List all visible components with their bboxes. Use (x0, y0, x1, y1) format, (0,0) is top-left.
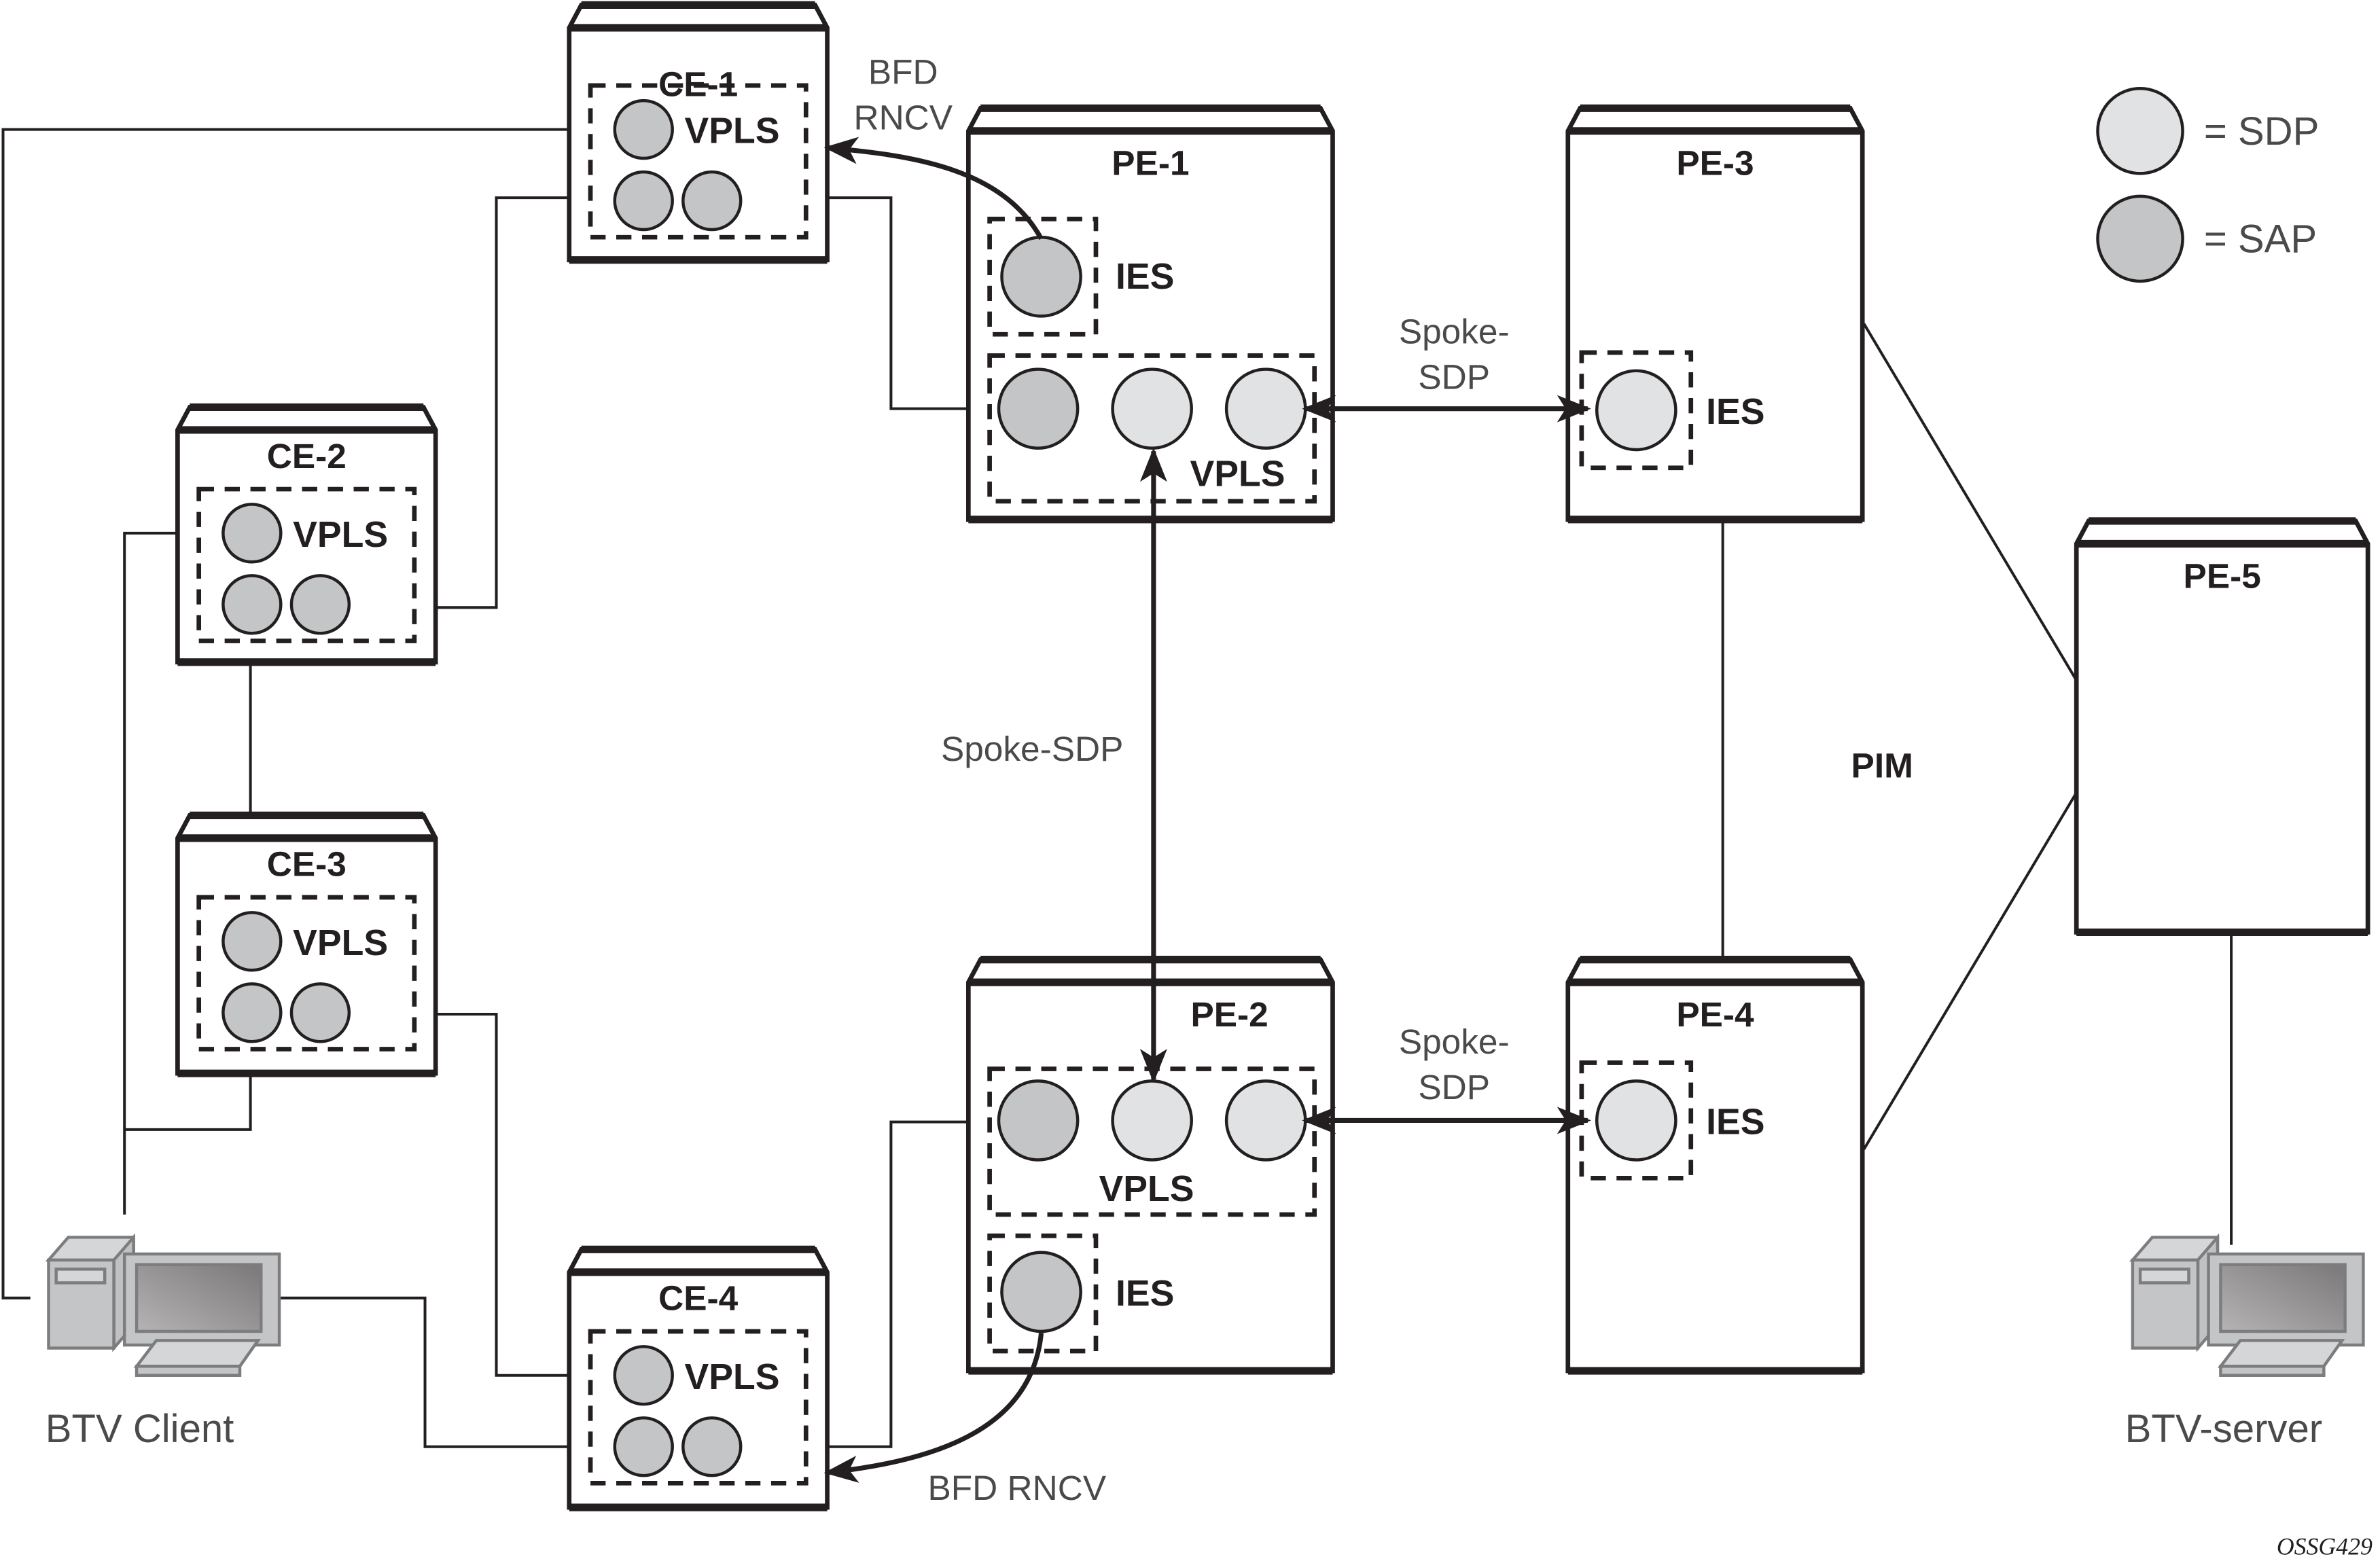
legend: = SDP = SAP (2096, 87, 2319, 283)
legend-sap-label: = SAP (2204, 217, 2317, 262)
sdp-icon[interactable] (1111, 1079, 1193, 1162)
arrows (823, 137, 1591, 1483)
device-name: PE-1 (1112, 143, 1189, 183)
sap-icon[interactable] (1000, 1251, 1082, 1333)
ies-label: IES (1116, 256, 1174, 297)
sap-icon[interactable] (613, 1345, 674, 1406)
sdp-icon[interactable] (1595, 1079, 1677, 1162)
bfd-arrow-pe2-ce4 (823, 1332, 1044, 1483)
device-name: CE-3 (267, 844, 347, 884)
sap-icon[interactable] (289, 982, 351, 1043)
device-pe5[interactable]: PE-5 (2074, 517, 2370, 936)
spoke-sdp-label-pe1-pe2: Spoke-SDP (941, 729, 1123, 768)
device-name: PE-2 (1190, 994, 1268, 1034)
spoke-sdp-label-pe2-pe4-line2: SDP (1418, 1067, 1490, 1107)
tower-drive (2138, 1268, 2190, 1285)
figure-id: OSSG429 (2277, 1532, 2373, 1560)
btv-server-label: BTV-server (2125, 1407, 2322, 1451)
vpls-service-box (588, 1329, 809, 1486)
wire-client-ce1 (1, 128, 569, 1299)
vpls-service-box (588, 83, 809, 240)
sap-icon[interactable] (681, 170, 743, 232)
sap-icon[interactable] (613, 1416, 674, 1477)
pim-label: PIM (1851, 746, 1913, 785)
device-name: PE-4 (1676, 994, 1754, 1034)
sap-icon[interactable] (221, 574, 283, 635)
keyboard (133, 1339, 262, 1368)
vpls-label: VPLS (685, 111, 780, 151)
btv-client-label: BTV Client (46, 1407, 234, 1451)
sdp-icon[interactable] (1224, 1079, 1307, 1162)
keyboard-front (2219, 1365, 2326, 1377)
sdp-icon[interactable] (1111, 367, 1193, 450)
vpls-label: VPLS (293, 922, 388, 963)
spoke-sdp-label-pe1-pe3-line2: SDP (1418, 357, 1490, 397)
sap-icon[interactable] (997, 367, 1080, 450)
ies-label: IES (1116, 1273, 1174, 1314)
monitor-screen (135, 1263, 263, 1333)
devices: CE-1VPLSCE-2VPLSCE-3VPLSCE-4VPLSPE-1IESV… (175, 1, 2370, 1511)
spoke-sdp-label-pe2-pe4-line1: Spoke- (1399, 1022, 1510, 1061)
legend-sdp-icon (2096, 87, 2184, 175)
ies-service-box (987, 1233, 1099, 1354)
bfd-label-top-line2: RNCV (853, 98, 953, 137)
spoke-sdp-label-pe1-pe3-line1: Spoke- (1399, 312, 1510, 351)
sdp-icon[interactable] (1595, 369, 1677, 452)
sap-icon[interactable] (221, 911, 283, 972)
device-name: PE-5 (2184, 556, 2261, 595)
wire-client-ce4 (243, 1296, 612, 1448)
vpls-label: VPLS (1099, 1168, 1194, 1209)
sap-icon[interactable] (221, 503, 283, 564)
tower-drive (54, 1268, 107, 1285)
keyboard-front (135, 1365, 242, 1377)
vpls-label: VPLS (293, 514, 388, 555)
legend-sdp-label: = SDP (2204, 109, 2319, 154)
device-name: CE-4 (658, 1278, 738, 1318)
sap-icon[interactable] (1000, 235, 1082, 318)
link-labels: BFD RNCV BFD RNCV Spoke- SDP Spoke- SDP … (853, 52, 1913, 1507)
device-name: PE-3 (1676, 143, 1754, 183)
btv-client-computer-icon (45, 1233, 281, 1377)
bfd-arrow-pe1-ce1 (823, 137, 1044, 240)
sap-icon[interactable] (681, 1416, 743, 1477)
sap-icon[interactable] (997, 1079, 1080, 1162)
legend-sap-icon (2096, 194, 2184, 283)
vpls-label: VPLS (1190, 454, 1285, 495)
vpls-label: VPLS (685, 1357, 780, 1397)
sap-icon[interactable] (613, 170, 674, 232)
sap-icon[interactable] (289, 574, 351, 635)
ies-label: IES (1706, 391, 1764, 432)
bfd-label-bottom: BFD RNCV (928, 1468, 1107, 1507)
btv-server-computer-icon (2129, 1233, 2365, 1377)
wire-pe4-pe5 (1862, 791, 2078, 1150)
vpls-service-box (196, 895, 417, 1052)
device-name: CE-2 (267, 436, 347, 476)
monitor-screen (2219, 1263, 2347, 1333)
vpls-service-box (196, 486, 417, 643)
bfd-label-top-line1: BFD (868, 52, 938, 92)
ies-label: IES (1706, 1102, 1764, 1143)
sap-icon[interactable] (221, 982, 283, 1043)
sap-icon[interactable] (613, 98, 674, 160)
ies-service-box (987, 217, 1099, 337)
wire-pe3-pe5 (1862, 323, 2078, 681)
keyboard (2217, 1339, 2345, 1368)
sdp-icon[interactable] (1224, 367, 1307, 450)
